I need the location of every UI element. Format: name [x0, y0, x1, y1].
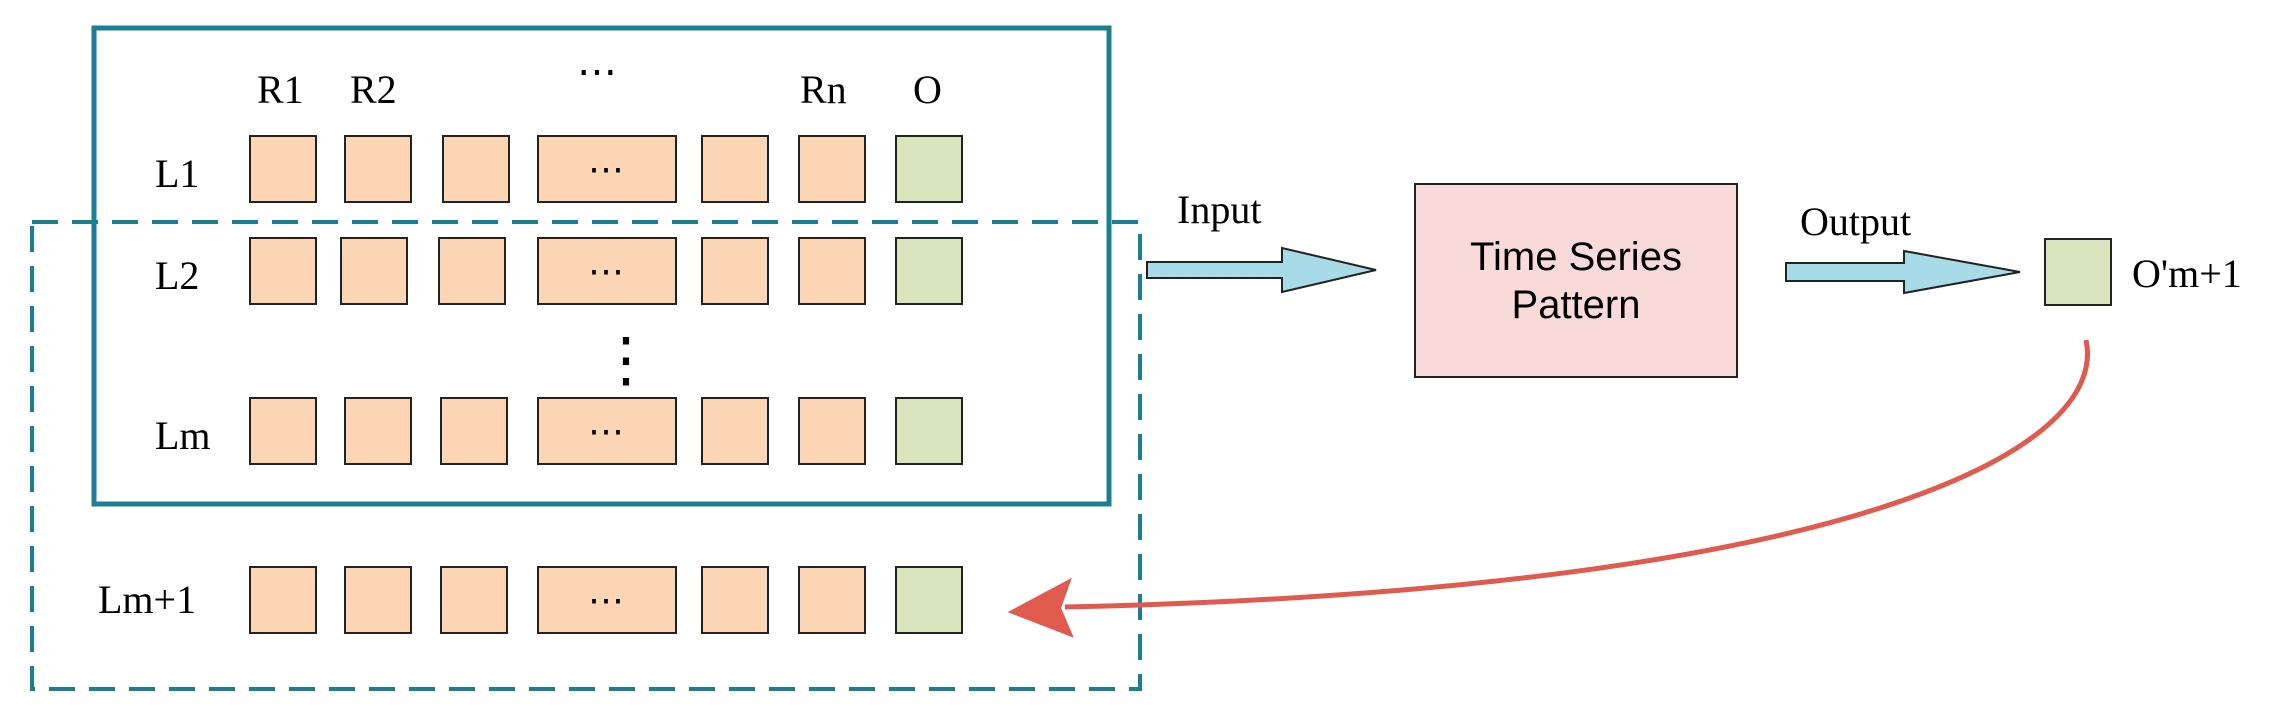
- cell-lm1-r1: [249, 566, 317, 634]
- cell-lm-o: [895, 397, 963, 465]
- cell-lm1-rn-1: [701, 566, 769, 634]
- input-arrow: [1146, 246, 1377, 294]
- column-header-o: O: [913, 67, 942, 112]
- column-header-rn: Rn: [800, 67, 847, 112]
- cell-l2-r2: [340, 237, 408, 305]
- solid-window-frame: [91, 25, 1112, 507]
- cell-lm-r1: [249, 397, 317, 465]
- cell-lm-r3: [440, 397, 508, 465]
- cell-l1-ellipsis: ⋯: [537, 135, 677, 203]
- row-label-lm: Lm: [155, 413, 211, 458]
- output-label: Output: [1800, 199, 1912, 244]
- cell-l2-o: [895, 237, 963, 305]
- cell-l1-o: [895, 135, 963, 203]
- output-cell: [2044, 238, 2112, 306]
- input-label: Input: [1177, 187, 1262, 232]
- cell-lm1-rn: [798, 566, 866, 634]
- feedback-arrow-head: [1007, 577, 1074, 638]
- cell-l2-r3: [438, 237, 506, 305]
- cell-l2-r1: [249, 237, 317, 305]
- cell-l2-rn: [798, 237, 866, 305]
- cell-lm1-r3: [440, 566, 508, 634]
- row-label-l1: L1: [155, 151, 200, 196]
- vertical-ellipsis: ⋮: [596, 327, 656, 393]
- cell-ellipsis-text: ⋯: [588, 411, 626, 451]
- cell-l1-r3: [442, 135, 510, 203]
- cell-lm-rn: [798, 397, 866, 465]
- cell-l1-r2: [344, 135, 412, 203]
- cell-l2-rn-1: [701, 237, 769, 305]
- cell-l1-r1: [249, 135, 317, 203]
- cell-l2-ellipsis: ⋯: [537, 237, 677, 305]
- cell-lm1-ellipsis: ⋯: [537, 566, 677, 634]
- cell-l1-rn-1: [701, 135, 769, 203]
- cell-l1-rn: [798, 135, 866, 203]
- cell-lm1-r2: [344, 566, 412, 634]
- dashed-window-frame: [30, 220, 1142, 691]
- pattern-line-1: Time Series: [1470, 234, 1682, 279]
- cell-ellipsis-text: ⋯: [588, 149, 626, 189]
- cell-ellipsis-text: ⋯: [588, 251, 626, 291]
- output-value-label: O'm+1: [2132, 251, 2242, 296]
- cell-lm-ellipsis: ⋯: [537, 397, 677, 465]
- column-header-r2: R2: [350, 67, 397, 112]
- pattern-line-2: Pattern: [1511, 282, 1641, 327]
- cell-lm-rn-1: [701, 397, 769, 465]
- column-header-r1: R1: [257, 67, 304, 112]
- output-arrow: [1785, 249, 2021, 295]
- row-label-lm-plus-1: Lm+1: [98, 577, 197, 622]
- cell-lm-r2: [344, 397, 412, 465]
- time-series-pattern-box: Time Series Pattern: [1414, 183, 1738, 378]
- feedback-arrow-curve: [1064, 339, 2090, 610]
- cell-lm1-o: [895, 566, 963, 634]
- column-header-ellipsis: ⋯: [577, 49, 617, 94]
- cell-ellipsis-text: ⋯: [588, 580, 626, 620]
- row-label-l2: L2: [155, 253, 200, 298]
